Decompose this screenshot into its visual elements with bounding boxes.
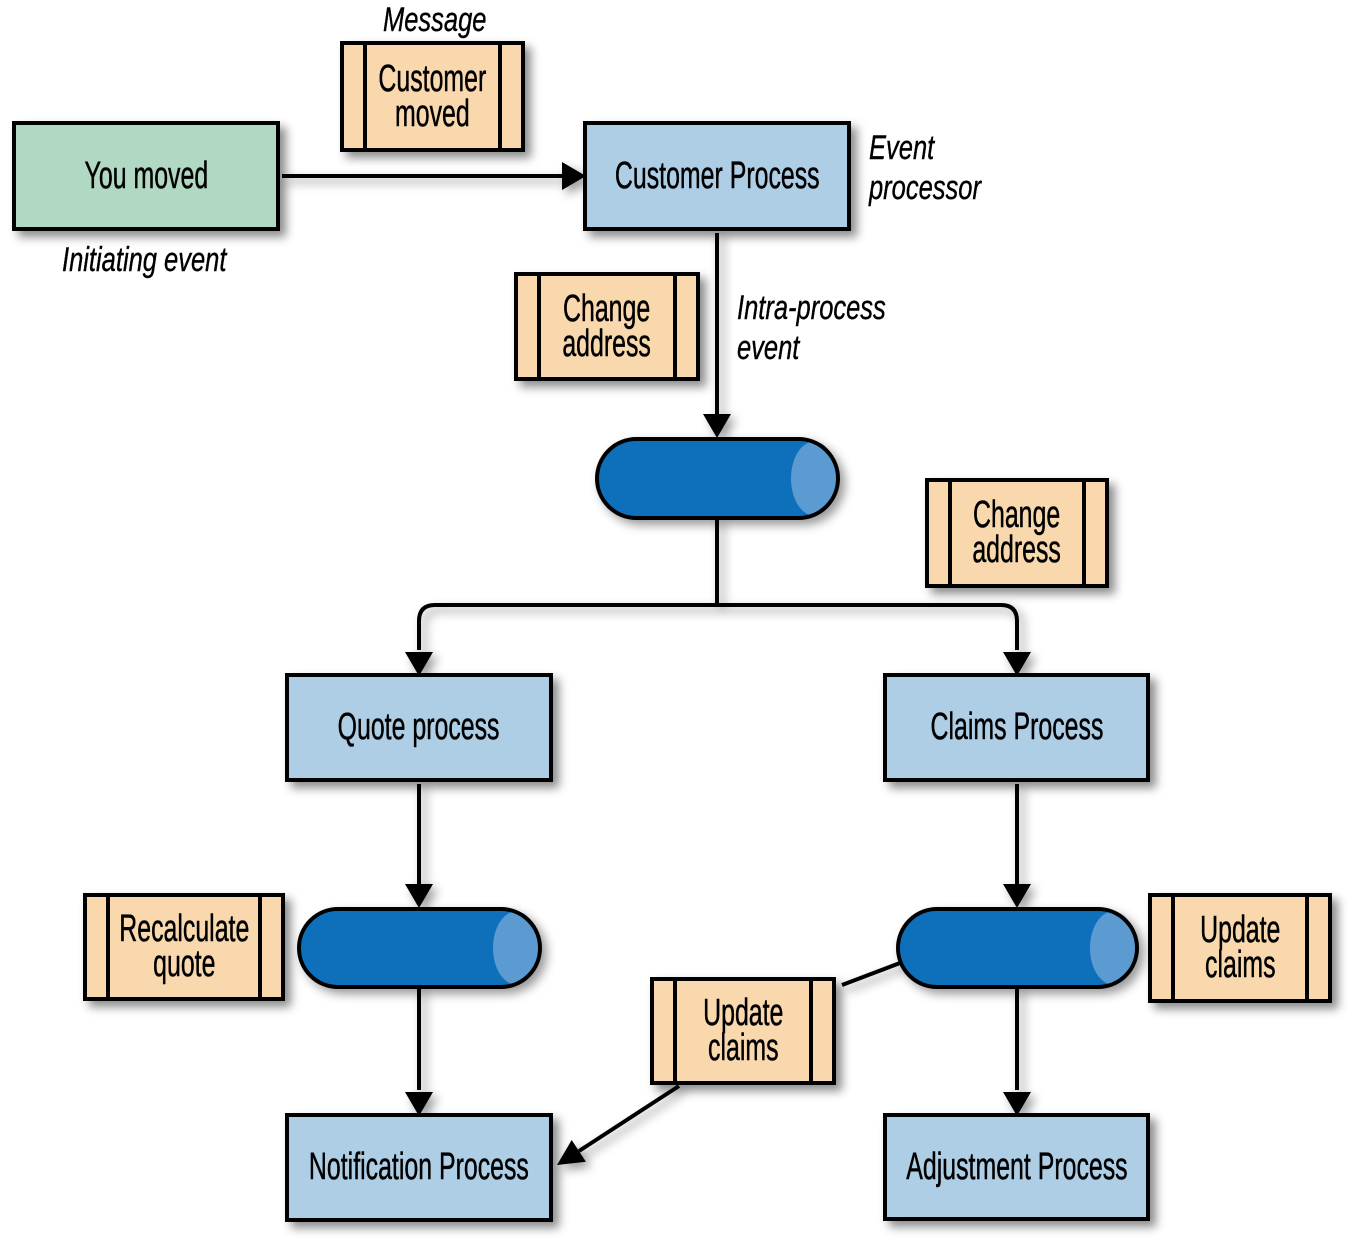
message-customer-moved: Customer moved — [340, 41, 525, 152]
connector-branch-to-claims-process — [717, 603, 1019, 650]
message-recalculate-quote-label: Recalculate quote — [118, 908, 250, 985]
message-stripe-right — [809, 981, 813, 1081]
channel-1-body — [597, 439, 838, 518]
arrowhead-into-channel-2 — [405, 884, 433, 908]
message-change-address-1-label: Change address — [562, 287, 652, 365]
message-change-address-1: Change address — [514, 272, 700, 381]
arrowhead-diagonal-into-notification-process — [557, 1140, 586, 1165]
annotation-message: Message — [383, 1, 487, 39]
arrowhead-into-channel-1 — [703, 414, 731, 438]
node-customer-process-label: Customer Process — [614, 154, 820, 197]
message-stripe-right — [1305, 897, 1309, 999]
arrowhead-into-channel-3 — [1003, 884, 1031, 908]
message-customer-moved-label: Customer moved — [378, 57, 487, 135]
message-stripe-left — [673, 981, 677, 1081]
arrowhead-into-adjustment-process — [1003, 1092, 1031, 1116]
message-stripe-right — [673, 276, 677, 377]
channel-3-body — [898, 909, 1137, 987]
node-adjustment-process: Adjustment Process — [883, 1113, 1150, 1221]
channel-2-endcap — [493, 911, 539, 985]
annotation-initiating-event: Initiating event — [62, 241, 227, 279]
arrowhead-into-customer-process — [562, 162, 586, 190]
node-claims-process-label: Claims Process — [930, 706, 1103, 748]
node-you-moved: You moved — [12, 121, 280, 231]
node-notification-process-label: Notification Process — [309, 1146, 529, 1188]
message-update-claims-right: Update claims — [1148, 893, 1332, 1003]
message-stripe-left — [1171, 897, 1175, 999]
event-channel-3 — [896, 907, 1139, 989]
node-claims-process: Claims Process — [883, 673, 1150, 782]
message-stripe-right — [1082, 482, 1086, 584]
channel-1-outline — [595, 437, 840, 520]
connector-branch-to-quote-process — [417, 603, 717, 650]
node-quote-process: Quote process — [285, 673, 553, 782]
connectors — [282, 162, 1031, 1165]
arrowhead-into-claims-process — [1003, 652, 1031, 676]
message-change-address-2-label: Change address — [972, 494, 1062, 571]
event-channel-1 — [595, 437, 840, 520]
annotation-intra-process-event: Intra-process event — [737, 289, 886, 367]
channel-2-body — [299, 909, 540, 987]
message-change-address-2: Change address — [925, 478, 1109, 588]
message-stripe-right — [498, 45, 502, 148]
message-stripe-left — [106, 897, 110, 997]
node-quote-process-label: Quote process — [338, 706, 500, 748]
node-adjustment-process-label: Adjustment Process — [905, 1145, 1128, 1188]
message-update-claims-right-label: Update claims — [1199, 909, 1281, 986]
message-stripe-left — [537, 276, 541, 377]
message-update-claims-mid-label: Update claims — [702, 992, 784, 1069]
message-stripe-right — [258, 897, 262, 997]
channel-1-endcap — [791, 441, 837, 516]
message-recalculate-quote: Recalculate quote — [83, 893, 285, 1001]
node-notification-process: Notification Process — [285, 1113, 553, 1222]
channel-2-outline — [297, 907, 542, 989]
arrowhead-into-quote-process — [405, 652, 433, 676]
message-stripe-left — [948, 482, 952, 584]
message-stripe-left — [363, 45, 367, 148]
channel-3-endcap — [1090, 911, 1136, 985]
node-you-moved-label: You moved — [84, 154, 208, 197]
connector-update-claims-to-notification-process — [577, 1084, 681, 1153]
event-channel-2 — [297, 907, 542, 989]
arrowhead-into-notification-process — [405, 1092, 433, 1116]
channel-3-outline — [896, 907, 1139, 989]
annotation-event-processor: Event processor — [869, 129, 981, 207]
node-customer-process: Customer Process — [583, 121, 851, 231]
connector-channel-3-to-update-claims — [841, 961, 901, 987]
message-update-claims-mid: Update claims — [650, 977, 836, 1085]
